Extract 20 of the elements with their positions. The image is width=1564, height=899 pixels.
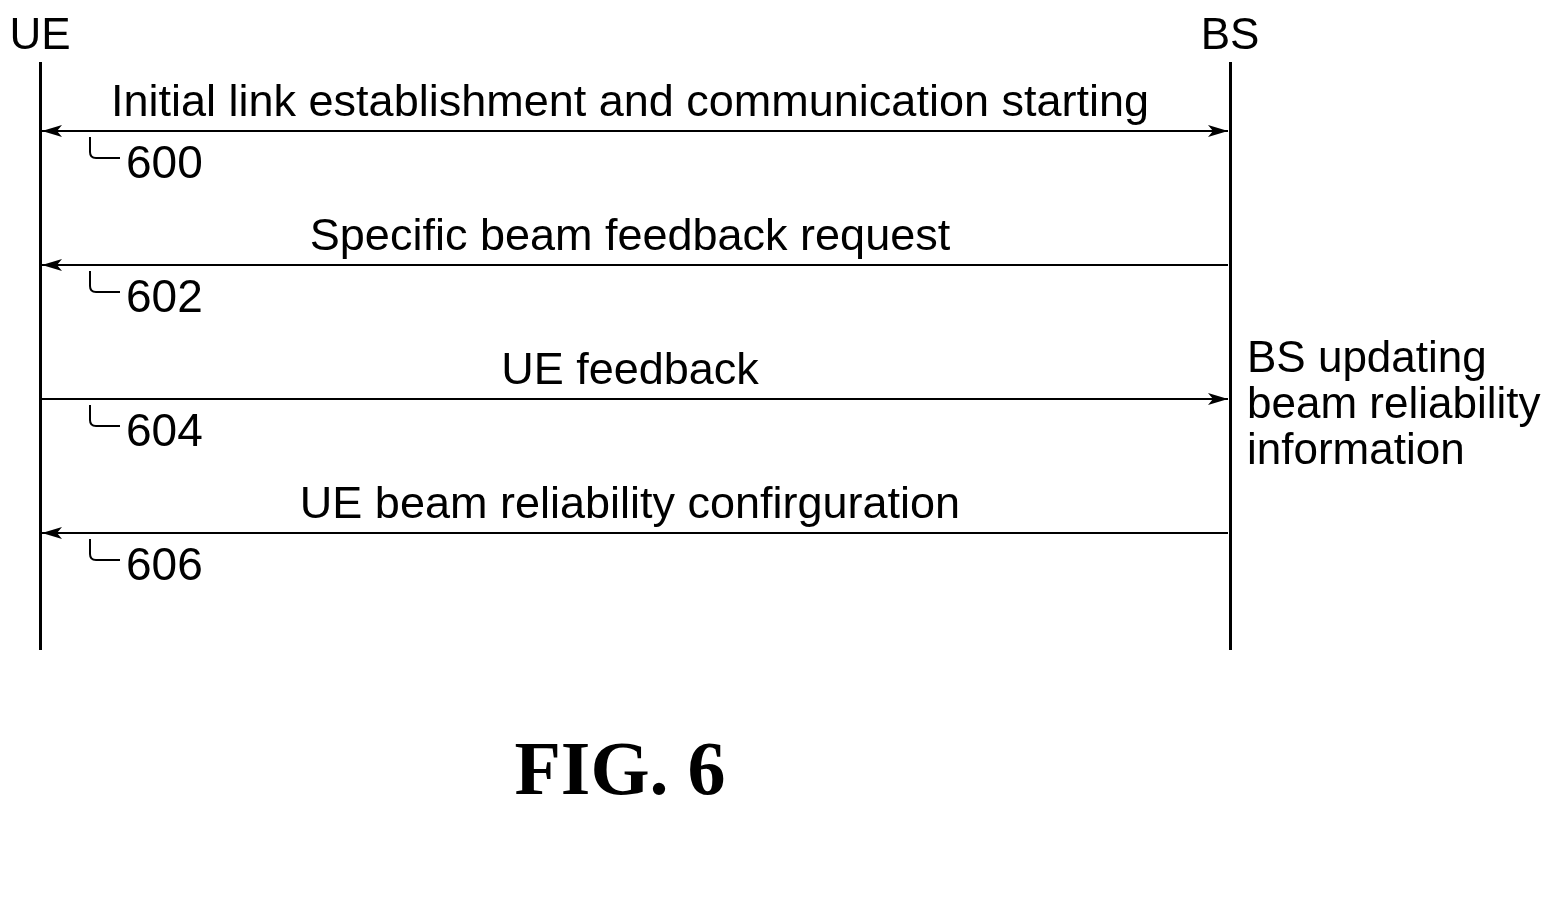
lifeline-header: UE [9, 12, 71, 56]
edge-label: UE beam reliability confirguration [298, 480, 962, 525]
leader-line [89, 538, 121, 561]
leader-line [89, 404, 121, 427]
callout-number: 602 [126, 273, 203, 319]
message-arrow [41, 393, 1229, 405]
message-arrow [41, 259, 1229, 271]
message-arrow [41, 125, 1229, 137]
leader-line [89, 270, 121, 293]
note-text: BS updating beam reliability information [1247, 334, 1542, 472]
leader-line [89, 136, 121, 159]
callout-number: 606 [126, 541, 203, 587]
edge-label: Specific beam feedback request [308, 212, 952, 257]
message-arrow [41, 527, 1229, 539]
callout-number: 604 [126, 407, 203, 453]
lifeline-header: BS [1200, 12, 1260, 56]
edge-label: UE feedback [500, 346, 760, 391]
callout-number: 600 [126, 139, 203, 185]
edge-label: Initial link establishment and communication starting [110, 78, 1150, 123]
figure-caption: FIG. 6 [514, 730, 726, 806]
